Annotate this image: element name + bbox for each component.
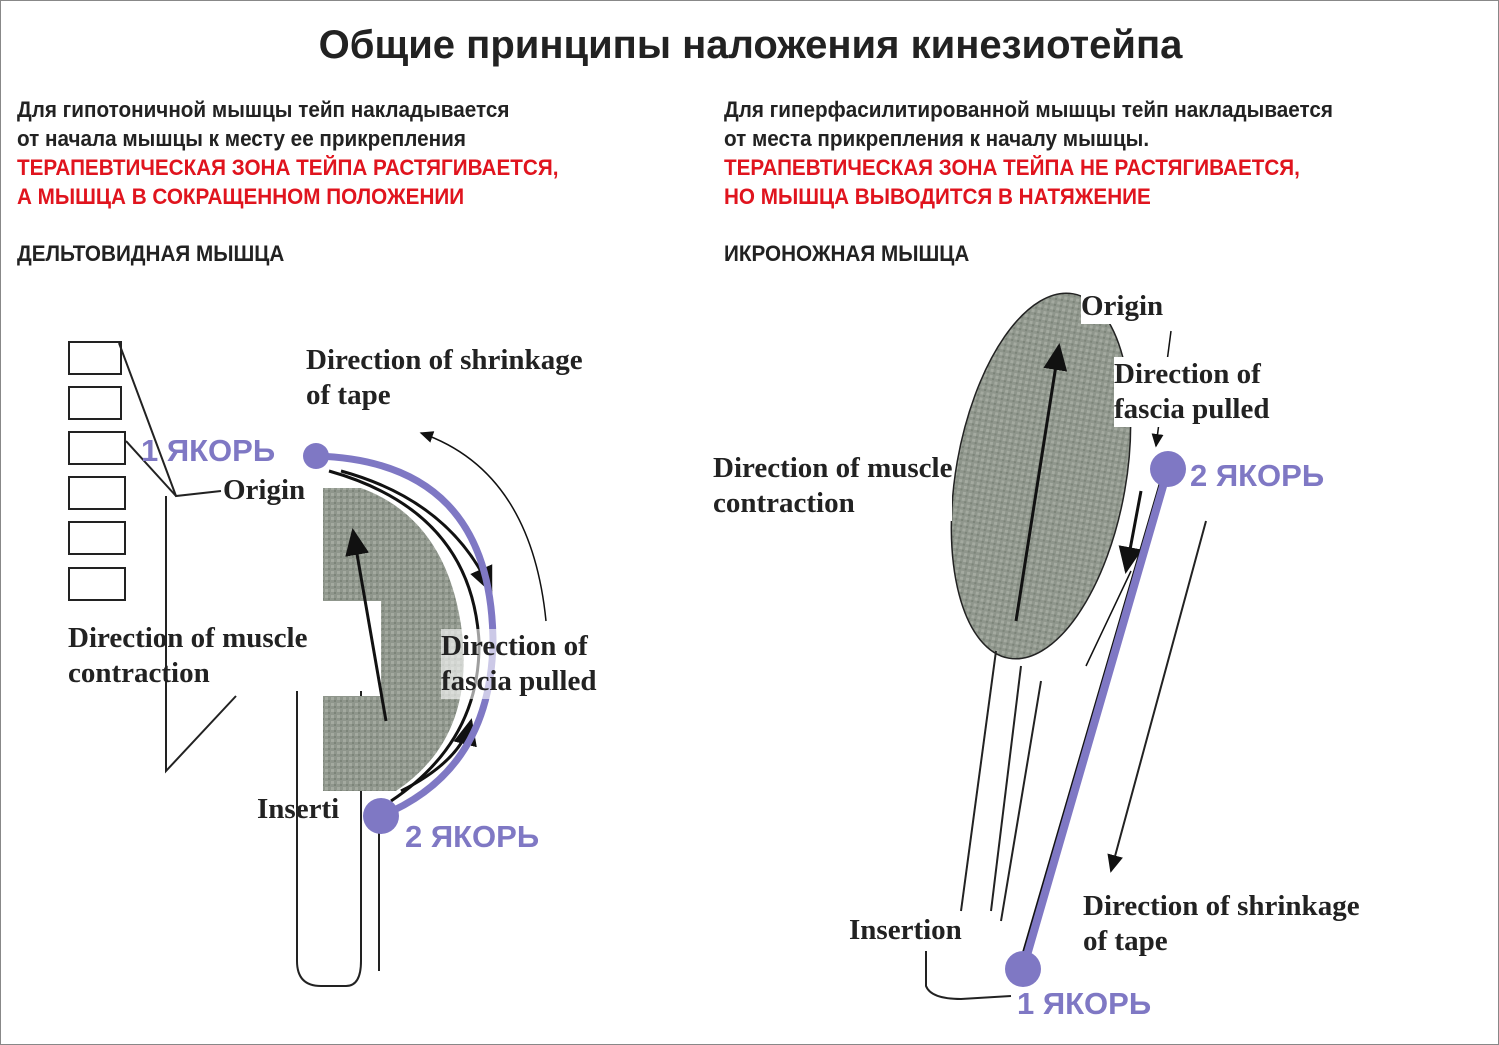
right-text-1: Для гиперфасилитированной мышцы тейп нак… — [724, 97, 1333, 122]
spine-boxes — [68, 341, 126, 601]
right-contraction-label: Direction of muscle contraction — [713, 451, 953, 521]
left-red-2: А МЫШЦА В СОКРАЩЕННОМ ПОЛОЖЕНИИ — [17, 184, 465, 209]
calf-muscle — [950, 292, 1132, 660]
right-red-2: НО МЫШЦА ВЫВОДИТСЯ В НАТЯЖЕНИЕ — [724, 184, 1151, 209]
right-origin-label: Origin — [1081, 289, 1164, 324]
right-anchor-1-label: 1 ЯКОРЬ — [1017, 986, 1152, 1021]
right-anchor-2-label: 2 ЯКОРЬ — [1190, 458, 1325, 493]
left-text-2: от начала мышцы к месту ее прикрепления — [17, 126, 466, 151]
page-title: Общие принципы наложения кинезиотейпа — [318, 23, 1183, 67]
left-text-1: Для гипотоничной мышцы тейп накладываетс… — [17, 97, 510, 122]
anchor-dot-1-left — [303, 443, 329, 469]
anchor-dot-2-left — [363, 798, 399, 834]
left-fascia-label: Direction of fascia pulled — [441, 629, 597, 699]
tape-right — [1019, 467, 1172, 971]
left-contraction-label: Direction of muscle contraction — [68, 622, 308, 689]
right-text-2: от места прикрепления к началу мышцы. — [724, 126, 1150, 151]
leg-outline — [925, 520, 1207, 1001]
right-shrink-label: Direction of shrinkage of tape — [1083, 890, 1360, 957]
right-fascia-label: Direction of fascia pulled — [1114, 357, 1270, 427]
right-insertion-label: Insertion — [849, 914, 962, 946]
left-red-1: ТЕРАПЕВТИЧЕСКАЯ ЗОНА ТЕЙПА РАСТЯГИВАЕТСЯ… — [17, 155, 559, 180]
anchor-dot-2-right — [1150, 451, 1186, 487]
right-muscle-heading: ИКРОНОЖНАЯ МЫШЦА — [724, 241, 970, 266]
left-insertion-label: Inserti — [257, 793, 340, 825]
left-anchor-2-label: 2 ЯКОРЬ — [405, 819, 540, 854]
left-muscle-heading: ДЕЛЬТОВИДНАЯ МЫШЦА — [17, 241, 285, 266]
left-shrink-label: Direction of shrinkage of tape — [306, 344, 583, 411]
anchor-dot-1-right — [1005, 951, 1041, 987]
left-origin-label: Origin — [223, 474, 306, 506]
left-anchor-1-label: 1 ЯКОРЬ — [141, 433, 276, 468]
right-red-1: ТЕРАПЕВТИЧЕСКАЯ ЗОНА ТЕЙПА НЕ РАСТЯГИВАЕ… — [724, 155, 1300, 180]
arm-outline — [118, 342, 380, 987]
